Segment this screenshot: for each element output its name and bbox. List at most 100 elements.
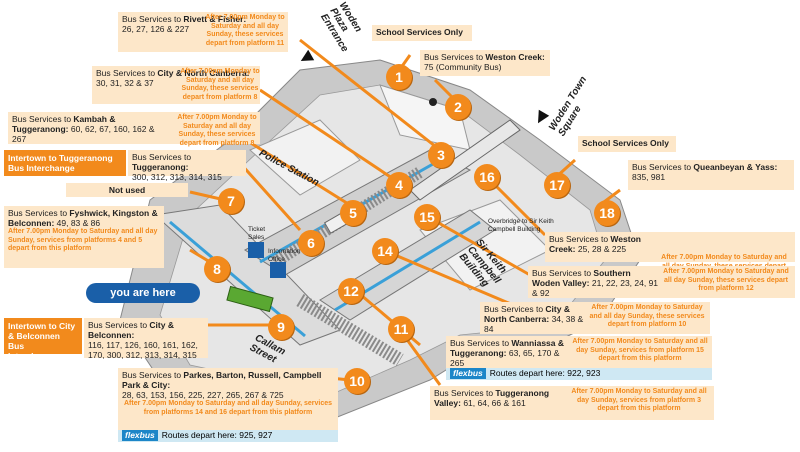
platform-number: 10 [349,373,365,389]
leader-line [259,88,396,182]
intertown-city-belconnen-tag: Intertown to City & Belconnen Bus Interc… [4,318,82,361]
box-note: After 7.00pm Monday to Saturday and all … [663,268,789,292]
information-office-label: Information Office [268,248,301,263]
canopy [296,293,404,367]
box-note: After 7.00pm Monday to Saturday and all … [8,228,158,252]
box-title-bold: Kambah & Tuggeranong: [12,114,116,134]
platform-number: 8 [213,261,221,277]
box-note: After 7.00pm Monday to Saturday and all … [124,400,332,416]
flexbus-logo: flexbus [122,430,158,441]
box-note: After 7.00pm Monday to Saturday and all … [571,388,707,412]
platform-badge-2: 2 [445,94,471,120]
box-routes: 61, 64, 66 & 161 [463,398,526,408]
platform-number: 11 [393,321,409,337]
platform-number: 15 [419,209,435,225]
arrow-woden-plaza [300,49,315,61]
box-title-bold: Tuggeranong Valley: [434,388,550,408]
box-routes: 30, 31, 32 & 37 [96,78,154,88]
info-box-southern-woden: Bus Services to Southern Woden Valley: 2… [528,266,795,298]
platform-number: 9 [277,319,285,335]
box-title-bold: City & Belconnen: [88,320,174,340]
box-routes: 300, 312, 313, 314, 315 [132,172,222,182]
platform-badge-4: 4 [386,172,412,198]
box-routes: 28, 63, 153, 156, 225, 227, 265, 267 & 7… [122,390,284,400]
box-title-prefix: Bus Services to [632,162,694,172]
platform-number: 6 [307,235,315,251]
information-icon [270,262,286,278]
leader-line [238,161,302,232]
box-title-bold: Wanniassa & Tuggeranong: [450,338,565,358]
box-note: After 7.00pm Monday to Saturday and all … [177,114,257,147]
box-title-prefix: Bus Services to [424,52,486,62]
overbridge [409,119,521,201]
platform-number: 14 [377,243,393,259]
box-title-bold: Rivett & Fisher: [183,14,247,24]
box-title-prefix: Bus Services to [8,208,70,218]
pedestrian-icon [429,98,437,106]
box-title: Bus Services to Rivett & Fisher: [122,14,284,24]
box-title-prefix: Bus Services to [450,338,512,348]
info-box-kambah-tuggeranong: Bus Services to Kambah & Tuggeranong: 60… [8,112,260,144]
box-title-prefix: Bus Services to [122,370,184,380]
arrow-woden-town [538,109,550,124]
overbridge-label: Overbridge to Sir Keith Campbell Buildin… [488,218,554,233]
box-routes: 26, 27, 126 & 227 [122,24,190,34]
platform-badge-18: 18 [594,200,620,226]
box-title-bold: Tuggeranong: [132,162,189,172]
box-title-prefix: Bus Services to [484,304,546,314]
box-title-prefix: Bus Services to [549,234,611,244]
box-title-prefix: Bus Services to [88,320,150,330]
platform-number: 1 [395,69,403,85]
box-routes: 21, 22, 23, 24, 91 & 92 [532,278,659,298]
you-are-here-marker: you are here [86,283,200,303]
box-routes: 34, 38 & 84 [484,314,584,334]
platform-badge-11: 11 [388,316,414,342]
info-box-city-north-canberra-14: Bus Services to City & North Canberra: 3… [480,302,710,334]
platform-badge-1: 1 [386,64,412,90]
box-note: After 7.00pm Monday to Saturday and all … [205,14,285,47]
info-box-rivett-fisher: Bus Services to Rivett & Fisher: 26, 27,… [118,12,288,52]
info-box-parkes-barton: Bus Services to Parkes, Barton, Russell,… [118,368,338,430]
bus [226,285,274,313]
platform-badge-5: 5 [340,200,366,226]
box-title-prefix: Bus Services to [532,268,594,278]
flexbus-routes: Routes depart here: 922, 923 [489,368,601,378]
info-box-queanbeyan-yass: Bus Services to Queanbeyan & Yass: 835, … [628,160,794,190]
box-title-prefix: Bus Services to [122,14,184,24]
school-services-17: School Services Only [578,136,676,152]
info-box-city-north-canberra: Bus Services to City & North Canberra: 3… [92,66,260,104]
platform-badge-16: 16 [474,164,500,190]
box-note: After 7.00pm Monday to Saturday and all … [180,68,260,101]
info-box-fyshwick-kingston: Bus Services to Fyshwick, Kingston & Bel… [4,206,164,268]
box-routes: 60, 62, 67, 160, 162 & 267 [12,124,155,144]
box-title-bold: City & North Canberra: [484,304,570,324]
intertown-tuggeranong-tag: Intertown to Tuggeranong Bus Interchange [4,150,126,176]
box-title-bold: Queanbeyan & Yass: [693,162,778,172]
platform-badge-9: 9 [268,314,294,340]
platform-number: 18 [599,205,615,221]
flexbus-routes: Routes depart here: 925, 927 [161,430,273,440]
box-title-prefix: Bus Services to [96,68,158,78]
info-box-city-belconnen: Bus Services to City & Belconnen: 116, 1… [84,318,208,360]
platform-badge-14: 14 [372,238,398,264]
box-title-bold: Fyshwick, Kingston & Belconnen: [8,208,158,228]
box-routes: 63, 65, 170 & 265 [450,348,560,368]
platform-badge-17: 17 [544,172,570,198]
box-title-prefix: Bus Services to [434,388,496,398]
info-box-weston-creek-25: Bus Services to Weston Creek: 25, 28 & 2… [545,232,795,278]
box-routes: 49, 83 & 86 [56,218,101,228]
platform-number: 7 [227,193,235,209]
box-title-bold: Parkes, Barton, Russell, Campbell Park &… [122,370,322,390]
platform-badge-8: 8 [204,256,230,282]
leader-line [394,253,526,312]
leader-line [299,38,441,152]
box-note: After 7.00pm Monday to Saturday and all … [589,304,705,328]
platform-badge-15: 15 [414,204,440,230]
platform-badge-12: 12 [338,278,364,304]
box-title-bold: Weston Creek: [485,52,545,62]
ticket-sales-label: Ticket Sales [248,226,266,241]
box-routes: 835, 981 [632,172,666,182]
info-box-tuggeranong: Bus Services to Tuggeranong: 300, 312, 3… [128,150,246,182]
